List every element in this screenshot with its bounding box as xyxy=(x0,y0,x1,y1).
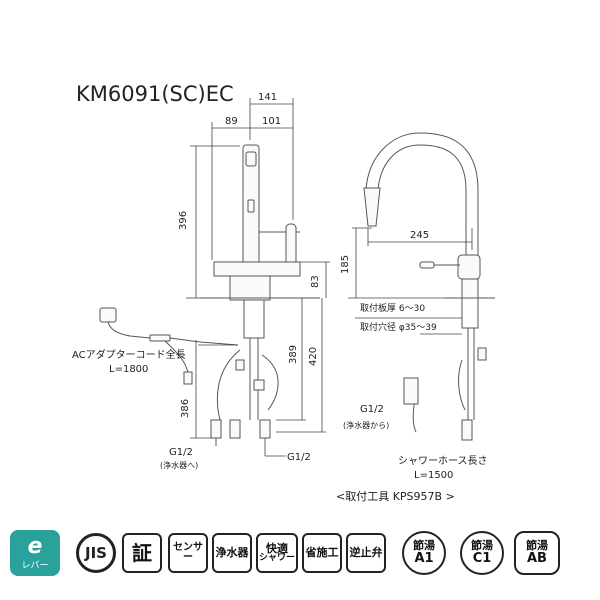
hose-length-value: L=1500 xyxy=(414,470,453,481)
a1-bottom-text: A1 xyxy=(414,550,434,566)
model-number: KM6091(SC)EC xyxy=(76,82,234,106)
sensor-text: センサー xyxy=(173,541,203,563)
eco-e-mark: e xyxy=(27,533,43,559)
water-saving-a1-badge: 節湯 A1 xyxy=(402,531,446,575)
dim-83: 83 xyxy=(310,275,321,288)
g12-mid-label: G1/2 xyxy=(360,404,384,415)
c1-top-text: 節湯 xyxy=(471,538,493,552)
ac-adapter-label: ACアダプターコード全長 xyxy=(72,348,186,361)
ac-adapter-length: L=1800 xyxy=(109,364,148,375)
eco-lever-text: レバー xyxy=(21,560,49,571)
purifier-text: 浄水器 xyxy=(215,546,249,560)
easy-install-badge: 省施工 xyxy=(302,533,342,573)
comfort-shower-badge: 快適 シャワー xyxy=(256,533,298,573)
water-saving-c1-badge: 節湯 C1 xyxy=(460,531,504,575)
dimension-lines-side xyxy=(348,227,473,335)
purifier-badge: 浄水器 xyxy=(212,533,252,573)
sensor-badge: センサー xyxy=(168,533,208,573)
a1-top-text: 節湯 xyxy=(413,538,435,552)
ab-bottom-text: AB xyxy=(527,550,547,566)
eco-lever-badge: e レバー xyxy=(10,530,60,576)
dim-185: 185 xyxy=(340,255,351,274)
comfort-top-text: 快適 xyxy=(266,541,288,555)
check-valve-badge: 逆止弁 xyxy=(346,533,386,573)
tool-label: <取付工具 KPS957B > xyxy=(336,490,455,503)
to-purifier-label: (浄水器へ) xyxy=(160,460,198,470)
comfort-bottom-text: シャワー xyxy=(258,553,295,564)
dim-101: 101 xyxy=(262,116,281,127)
dim-396: 396 xyxy=(178,211,189,230)
from-purifier-label: (浄水器から) xyxy=(343,420,389,430)
g12-left-label: G1/2 xyxy=(169,447,193,458)
dimension-lines-front xyxy=(186,98,330,457)
c1-bottom-text: C1 xyxy=(472,550,492,566)
ab-top-text: 節湯 xyxy=(526,539,548,553)
faucet-front-view xyxy=(200,144,320,446)
dim-420: 420 xyxy=(308,347,319,366)
dim-89: 89 xyxy=(225,116,238,127)
dim-245: 245 xyxy=(410,230,429,241)
easy-install-text: 省施工 xyxy=(305,546,339,560)
g12-bottom-label: G1/2 xyxy=(287,452,311,463)
check-valve-text: 逆止弁 xyxy=(349,546,383,560)
hose-length-label: シャワーホース長さ xyxy=(398,455,488,467)
dim-389: 389 xyxy=(288,345,299,364)
faucet-side-view xyxy=(363,132,495,441)
jis-mark: JIS xyxy=(76,533,116,573)
plate-thickness-label: 取付板厚 6〜30 xyxy=(360,302,425,314)
dim-386: 386 xyxy=(180,399,191,418)
certified-badge: 証 xyxy=(122,533,162,573)
water-saving-ab-badge: 節湯 AB xyxy=(514,531,560,575)
ac-adapter xyxy=(99,307,239,385)
hole-diameter-label: 取付穴径 φ35〜39 xyxy=(360,321,437,333)
certified-text: 証 xyxy=(132,540,152,565)
dim-141: 141 xyxy=(258,92,277,103)
